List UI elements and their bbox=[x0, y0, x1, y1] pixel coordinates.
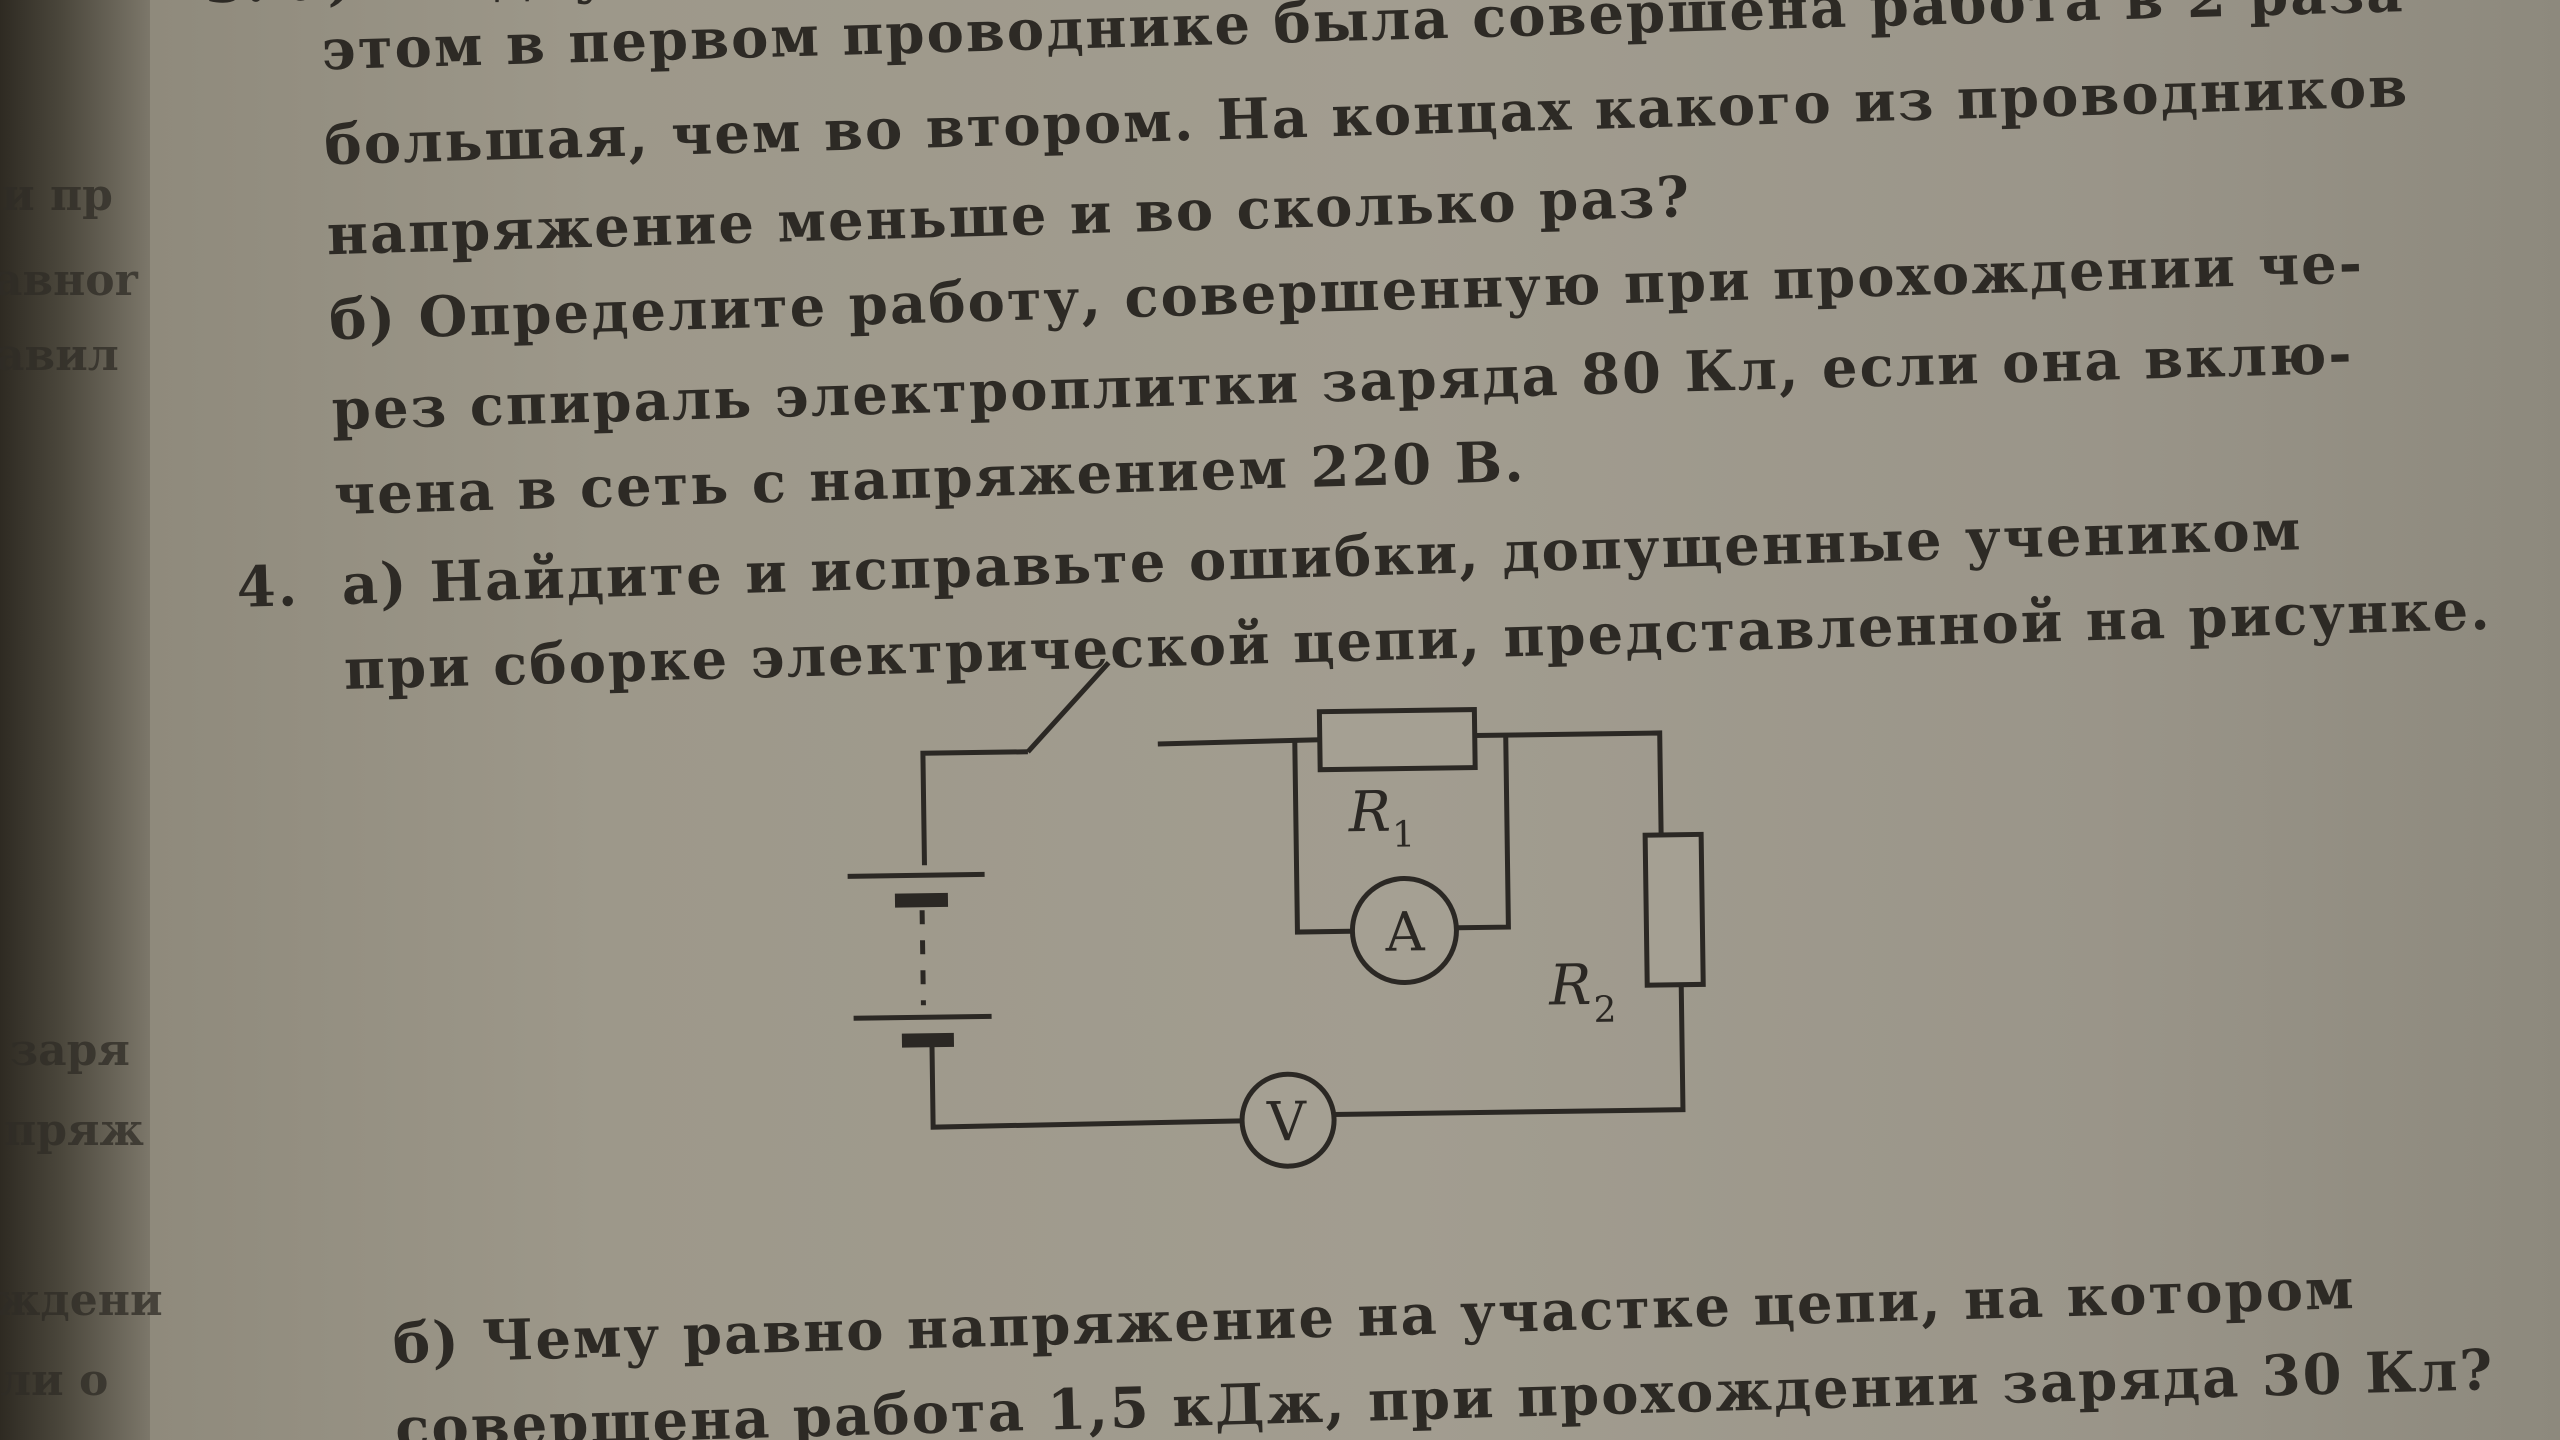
battery-plate-short bbox=[894, 892, 949, 908]
ammeter bbox=[1349, 876, 1459, 986]
wire-voltmeter-to-battery bbox=[929, 1035, 1243, 1130]
battery-plate-long bbox=[853, 1013, 992, 1021]
margin-fragment: пряж bbox=[4, 1105, 144, 1156]
margin-fragment: авил bbox=[0, 330, 119, 381]
r2-subscript: 2 bbox=[1593, 990, 1616, 1031]
r2-label: R bbox=[1548, 953, 1592, 1019]
wire-ammeter-branch-right bbox=[1458, 735, 1511, 931]
left-page-edge: и пр авноr авил заря пряж ждени ли о bbox=[0, 0, 163, 1440]
margin-fragment: ждени bbox=[0, 1275, 163, 1326]
resistor-r2 bbox=[1642, 831, 1706, 988]
resistor-r1 bbox=[1316, 707, 1478, 773]
r1-subscript: 1 bbox=[1392, 814, 1415, 855]
voltmeter-label: V bbox=[1266, 1090, 1308, 1154]
ammeter-label: A bbox=[1384, 900, 1426, 964]
wire-battery-to-switch bbox=[920, 749, 1028, 866]
r1-label: R bbox=[1347, 780, 1391, 846]
wire-ammeter-branch-left bbox=[1292, 740, 1351, 935]
wire-r2-to-voltmeter bbox=[1332, 984, 1686, 1118]
battery-dash bbox=[919, 910, 926, 1006]
margin-fragment: ли о bbox=[0, 1355, 109, 1406]
wire-r1-to-r2 bbox=[1474, 730, 1664, 835]
margin-fragment: заря bbox=[10, 1025, 130, 1076]
margin-fragment: авноr bbox=[0, 255, 138, 306]
switch-lever bbox=[1026, 660, 1111, 754]
battery-plate-short bbox=[901, 1032, 955, 1048]
battery-plate-long bbox=[847, 871, 985, 879]
margin-fragment: и пр bbox=[2, 170, 113, 221]
